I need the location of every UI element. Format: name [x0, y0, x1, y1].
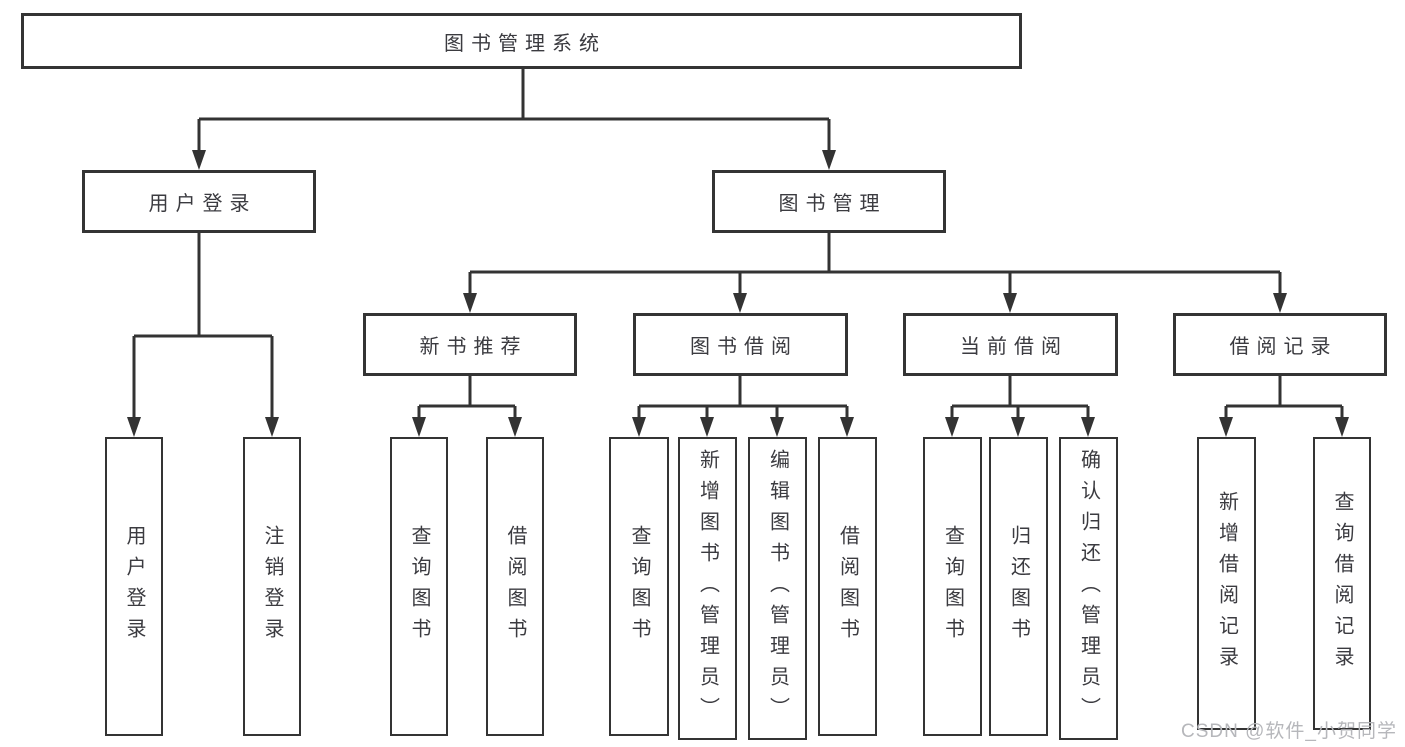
node-new-book-recommend-label: 新书推荐 [419, 336, 528, 358]
leaf-confirm-return-admin: 确认归还（管理员） [1059, 437, 1118, 740]
node-library-system: 图书管理系统 [21, 13, 1022, 69]
leaf-query-books-borrow: 查询图书 [609, 437, 669, 736]
node-book-borrow-label: 图书借阅 [690, 336, 798, 358]
leaf-query-books-recommend-label: 查询图书 [408, 524, 430, 649]
node-current-borrow-label: 当前借阅 [960, 336, 1068, 358]
node-book-management-label: 图书管理 [778, 193, 887, 215]
leaf-edit-book-admin-label: 编辑图书（管理员） [766, 449, 789, 728]
connector-current-borrow-children [945, 376, 1095, 437]
connector-borrow-records-children [1219, 376, 1349, 437]
leaf-user-login: 用户登录 [105, 437, 163, 736]
leaf-borrow-books-borrow: 借阅图书 [818, 437, 877, 736]
leaf-add-borrow-record-label: 新增借阅记录 [1215, 490, 1238, 677]
leaf-query-borrow-record: 查询借阅记录 [1313, 437, 1371, 730]
leaf-add-borrow-record: 新增借阅记录 [1197, 437, 1256, 730]
node-user-login: 用户登录 [82, 170, 316, 233]
leaf-query-borrow-record-label: 查询借阅记录 [1331, 490, 1353, 677]
node-book-borrow: 图书借阅 [633, 313, 848, 376]
leaf-add-book-admin-label: 新增图书（管理员） [696, 449, 719, 728]
watermark: CSDN @软件_小贺同学 [1181, 721, 1397, 742]
connector-new-book-recommend-children [412, 376, 522, 437]
leaf-return-book-label: 归还图书 [1007, 524, 1030, 649]
leaf-borrow-books-recommend-label: 借阅图书 [504, 524, 526, 649]
leaf-borrow-books-borrow-label: 借阅图书 [836, 524, 859, 649]
leaf-add-book-admin: 新增图书（管理员） [678, 437, 737, 740]
leaf-query-books-current: 查询图书 [923, 437, 982, 736]
node-user-login-label: 用户登录 [148, 193, 257, 215]
node-current-borrow: 当前借阅 [903, 313, 1118, 376]
leaf-logout-label: 注销登录 [261, 524, 283, 649]
leaf-edit-book-admin: 编辑图书（管理员） [748, 437, 807, 740]
leaf-query-books-recommend: 查询图书 [390, 437, 448, 736]
node-new-book-recommend: 新书推荐 [363, 313, 577, 376]
node-book-management: 图书管理 [712, 170, 946, 233]
node-borrow-records-label: 借阅记录 [1229, 336, 1338, 358]
connector-root-to-level2 [192, 69, 836, 170]
leaf-query-books-current-label: 查询图书 [941, 524, 964, 649]
connector-user-login-children [127, 233, 279, 437]
node-library-system-label: 图书管理系统 [444, 32, 606, 55]
leaf-logout: 注销登录 [243, 437, 301, 736]
node-borrow-records: 借阅记录 [1173, 313, 1387, 376]
leaf-return-book: 归还图书 [989, 437, 1048, 736]
leaf-user-login-label: 用户登录 [123, 524, 145, 649]
leaf-borrow-books-recommend: 借阅图书 [486, 437, 544, 736]
connector-book-management-to-level3 [463, 233, 1287, 313]
leaf-query-books-borrow-label: 查询图书 [628, 524, 650, 649]
connector-book-borrow-children [632, 376, 854, 437]
leaf-confirm-return-admin-label: 确认归还（管理员） [1077, 449, 1100, 728]
